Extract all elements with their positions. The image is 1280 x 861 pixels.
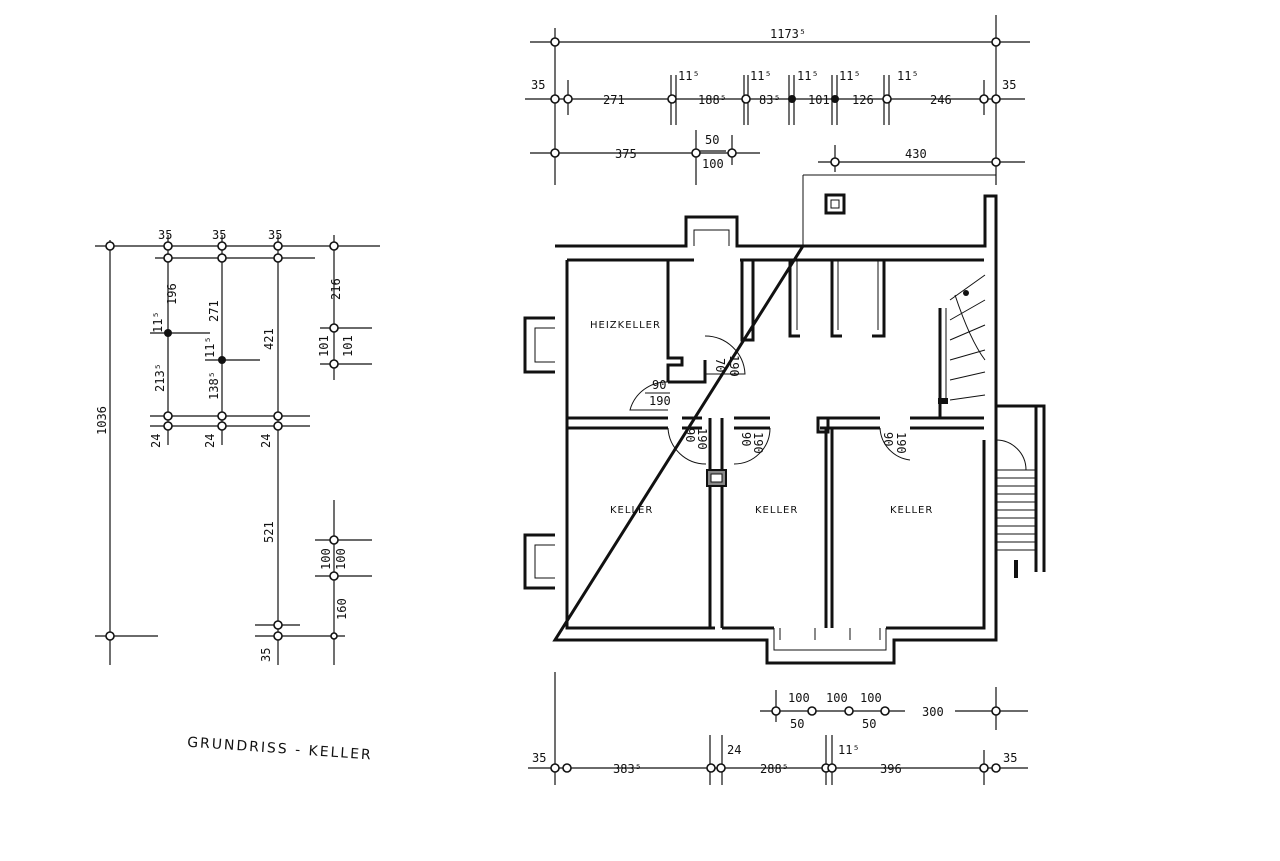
- dim-top-r3-0: 375: [615, 147, 637, 161]
- dim-left-c2-2: 138⁵: [207, 371, 221, 400]
- dim-overall-width: 1173⁵: [770, 27, 806, 41]
- dim-left-c3-2: 521: [262, 521, 276, 543]
- dim-left-c4-3: 100: [319, 548, 333, 570]
- door-label-w: 90: [739, 432, 753, 446]
- dim-bot-r2-0: 35: [532, 751, 546, 765]
- dim-bot-r2-4: 11⁵: [838, 743, 860, 757]
- door-swings: [629, 335, 911, 465]
- dim-top-r2-2: 11⁵: [678, 69, 700, 83]
- dim-top-r2-12: 35: [1002, 78, 1016, 92]
- dim-top-r2-7: 101: [808, 93, 830, 107]
- dim-top-r2-6: 11⁵: [797, 69, 819, 83]
- bottom-dimension-lines: 100 50 100 100 50 300 35 383⁵ 24 288⁵ 11…: [528, 672, 1028, 785]
- dim-left-c4-2: 101: [341, 335, 355, 357]
- door-label-h: 190: [751, 432, 765, 454]
- door-label-w: 70: [713, 358, 727, 372]
- door-labels: 90 190 70 190 90 190 90 190 90 190: [645, 355, 908, 454]
- top-dimension-lines: 1173⁵ 35 271 11⁵ 188⁵ 11⁵ 83⁵ 11⁵ 101 11…: [525, 15, 1030, 185]
- dim-left-c2-3: 24: [203, 434, 217, 448]
- dim-bot-r1-1: 50: [790, 717, 804, 731]
- dim-left-c4-1: 101: [317, 335, 331, 357]
- dim-bot-r2-1: 383⁵: [613, 762, 642, 776]
- dim-left-c2-0: 271: [207, 300, 221, 322]
- door-label-w: 90: [881, 432, 895, 446]
- dim-bot-r2-3: 288⁵: [760, 762, 789, 776]
- drawing-title: GRUNDRISS - KELLER: [187, 735, 374, 764]
- dim-bot-r1-0: 100: [788, 691, 810, 705]
- door-label-h: 190: [695, 428, 709, 450]
- dim-top-r2-9: 126: [852, 93, 874, 107]
- room-label-keller-right: KELLER: [890, 505, 933, 516]
- dim-left-top-2: 35: [268, 228, 282, 242]
- dim-bot-r1-5: 300: [922, 705, 944, 719]
- door-label-h: 190: [649, 394, 671, 408]
- dim-left-c3-1: 24: [259, 434, 273, 448]
- dim-left-c3-3: 35: [259, 648, 273, 662]
- room-label-keller-mid: KELLER: [755, 505, 798, 516]
- dim-bot-r1-2: 100: [826, 691, 848, 705]
- dim-left-c1-2: 213⁵: [153, 363, 167, 392]
- dim-left-c1-1: 196: [165, 283, 179, 305]
- dim-bot-r1-4: 50: [862, 717, 876, 731]
- dim-top-r2-0: 35: [531, 78, 545, 92]
- dim-left-c1-0: 11⁵: [151, 311, 165, 333]
- dim-left-c3-0: 421: [262, 328, 276, 350]
- dim-left-overall: 1036: [95, 406, 109, 435]
- building-walls: [523, 174, 1046, 665]
- dim-top-r2-8: 11⁵: [839, 69, 861, 83]
- dim-left-c4-5: 160: [335, 598, 349, 620]
- room-label-keller-left: KELLER: [610, 505, 653, 516]
- dim-top-r2-11: 246: [930, 93, 952, 107]
- door-label-w: 90: [652, 378, 666, 392]
- dim-left-top-1: 35: [212, 228, 226, 242]
- dim-top-r4: 430: [905, 147, 927, 161]
- door-label-h: 190: [894, 432, 908, 454]
- dim-top-r2-1: 271: [603, 93, 625, 107]
- dim-top-r2-3: 188⁵: [698, 93, 727, 107]
- dim-left-c4-4: 100: [334, 548, 348, 570]
- door-label-h: 190: [727, 355, 741, 377]
- dim-top-r3-1: 50: [705, 133, 719, 147]
- dim-bot-r2-6: 35: [1003, 751, 1017, 765]
- dim-top-r2-4: 11⁵: [750, 69, 772, 83]
- dim-left-c1-3: 24: [149, 434, 163, 448]
- dim-left-c2-1: 11⁵: [203, 336, 217, 358]
- dim-left-top-0: 35: [158, 228, 172, 242]
- dim-bot-r1-3: 100: [860, 691, 882, 705]
- dim-top-r2-5: 83⁵: [759, 93, 781, 107]
- dim-bot-r2-2: 24: [727, 743, 741, 757]
- room-label-heizkeller: HEIZKELLER: [590, 320, 661, 331]
- dim-top-r2-10: 11⁵: [897, 69, 919, 83]
- dim-left-c4-0: 216: [329, 278, 343, 300]
- left-dimension-diagram: 35 35 35 1036 11⁵ 196 213⁵ 24: [95, 228, 380, 665]
- door-label-w: 90: [683, 428, 697, 442]
- dim-bot-r2-5: 396: [880, 762, 902, 776]
- dim-top-r3-2: 100: [702, 157, 724, 171]
